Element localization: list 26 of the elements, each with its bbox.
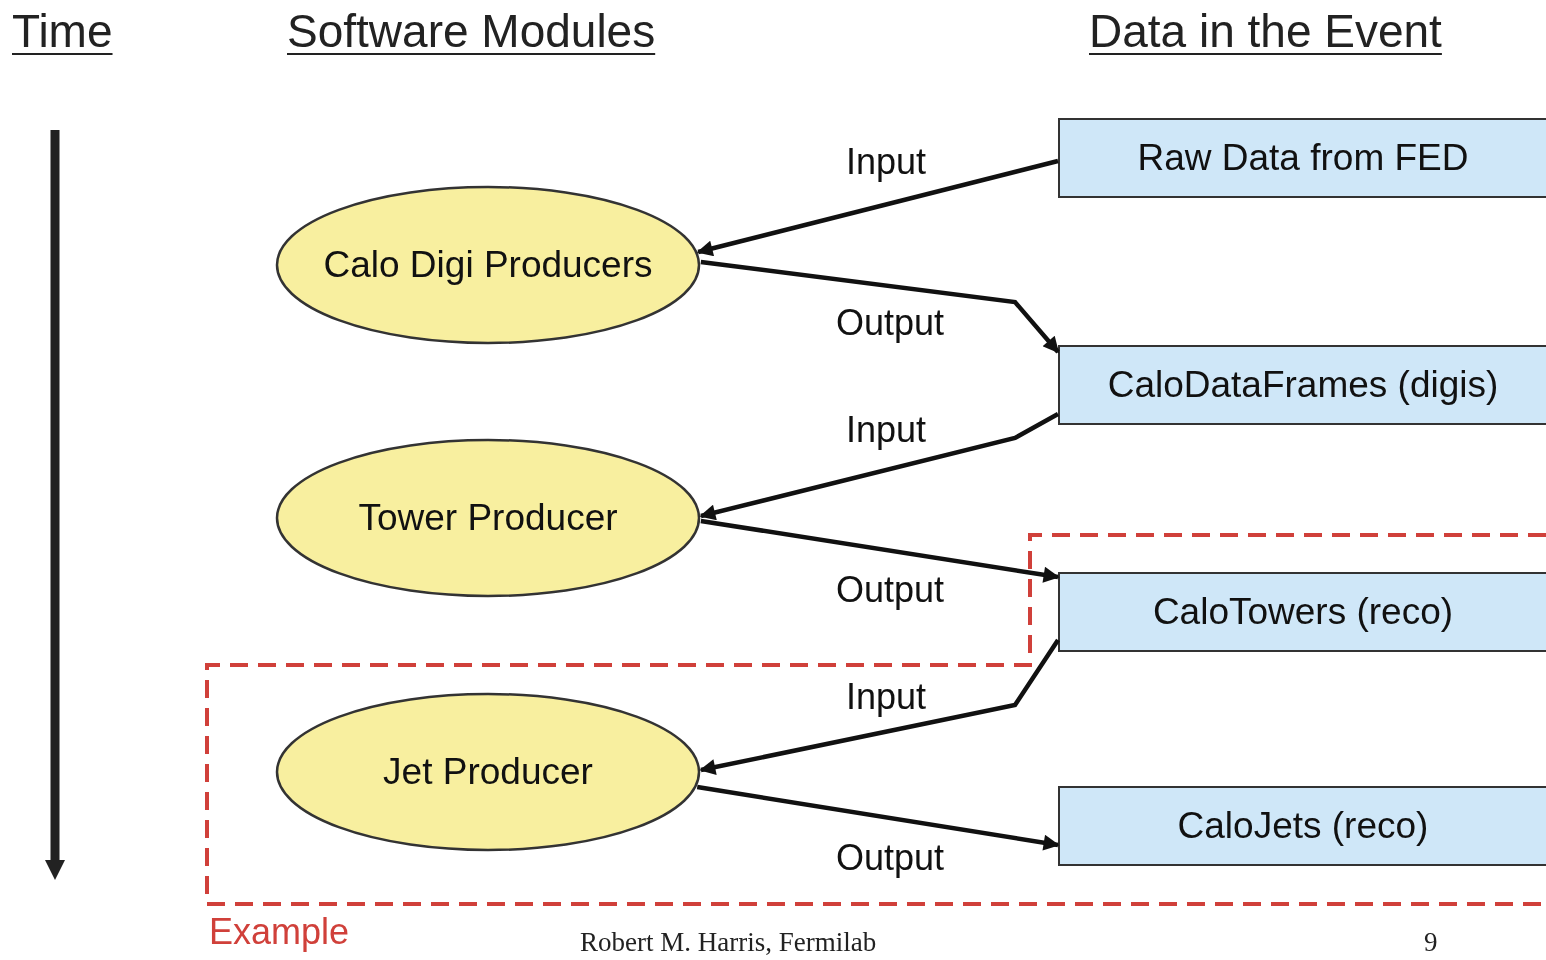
- data-box: [1058, 345, 1546, 425]
- data-name-text: CaloDataFrames (digis): [1107, 364, 1499, 406]
- page-number: 9: [1424, 927, 1438, 958]
- arrow: [700, 259, 1060, 354]
- column-heading: Time: [12, 4, 113, 58]
- column-heading: Software Modules: [287, 4, 656, 58]
- data-name-text: CaloJets (reco): [1177, 805, 1429, 847]
- arrow: [699, 638, 1060, 775]
- footer-credit: Robert M. Harris, Fermilab: [580, 927, 877, 958]
- data-name-text: Raw Data from FED: [1137, 137, 1469, 179]
- region-caption: Example: [209, 911, 350, 953]
- module-name: Jet Producer: [383, 751, 593, 793]
- arrow: [696, 158, 1059, 257]
- data-box: [1058, 572, 1546, 652]
- module-name: Tower Producer: [358, 497, 618, 539]
- data-box: [1058, 786, 1546, 866]
- data-box: [1058, 118, 1546, 198]
- module-ellipse: [275, 438, 701, 598]
- module-name: Calo Digi Producers: [323, 244, 653, 286]
- arrow: [696, 784, 1060, 851]
- arrow: [700, 518, 1060, 583]
- column-heading: Data in the Event: [1089, 4, 1442, 58]
- data-name-text: CaloTowers (reco): [1152, 591, 1454, 633]
- module-ellipse: [275, 185, 701, 345]
- arrow: [699, 412, 1060, 521]
- module-ellipse: [275, 692, 701, 852]
